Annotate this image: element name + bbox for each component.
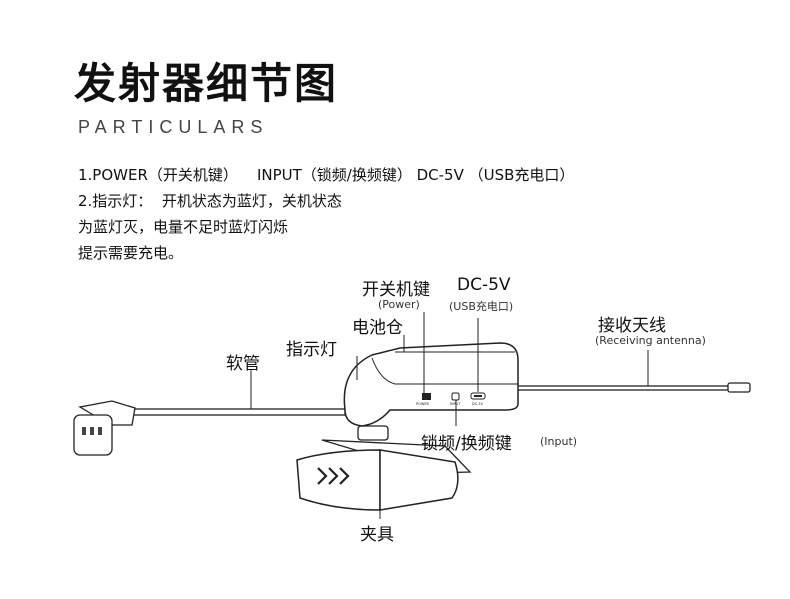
battery-label: 电池仓: [352, 318, 403, 338]
input-button: [451, 392, 460, 401]
neck: [357, 425, 389, 441]
description-line-4: 提示需要充电。: [78, 244, 184, 262]
dc-port-sub-label: (USB充电口): [449, 300, 514, 313]
clip-label: 夹具: [360, 525, 394, 545]
input-key-english-label: (Input): [540, 435, 578, 448]
transmitter-body: [343, 342, 519, 427]
power-key-english-label: (Power): [378, 298, 420, 311]
usb-port: [470, 392, 486, 400]
power-switch: [422, 393, 431, 400]
antenna-label: 接收天线: [598, 316, 666, 336]
power-key-label: 开关机键: [362, 280, 430, 300]
microphone-head: [73, 400, 136, 456]
page-subtitle: PARTICULARS: [78, 117, 269, 137]
hose-label: 软管: [226, 354, 260, 374]
clip: [296, 439, 472, 511]
leader-lines: [250, 312, 649, 519]
tiny-input-label: INPUT: [450, 402, 461, 406]
description-line-1: 1.POWER（开关机键） INPUT（锁频/换频键） DC-5V （USB充电…: [78, 166, 575, 184]
tiny-dc-label: DC-5V: [472, 402, 484, 406]
page-title: 发射器细节图: [74, 59, 339, 108]
tiny-power-label: POWER: [416, 402, 430, 406]
description-line-2: 2.指示灯： 开机状态为蓝灯，关机状态: [78, 192, 342, 210]
description-line-3: 为蓝灯灭，电量不足时蓝灯闪烁: [78, 218, 289, 236]
receiving-antenna: [514, 382, 751, 393]
dc-port-label: DC-5V: [457, 275, 511, 295]
hose: [124, 408, 346, 416]
antenna-english-label: (Receiving antenna): [595, 334, 706, 347]
indicator-label: 指示灯: [286, 340, 337, 360]
input-key-label: 锁频/换频键: [421, 434, 512, 454]
